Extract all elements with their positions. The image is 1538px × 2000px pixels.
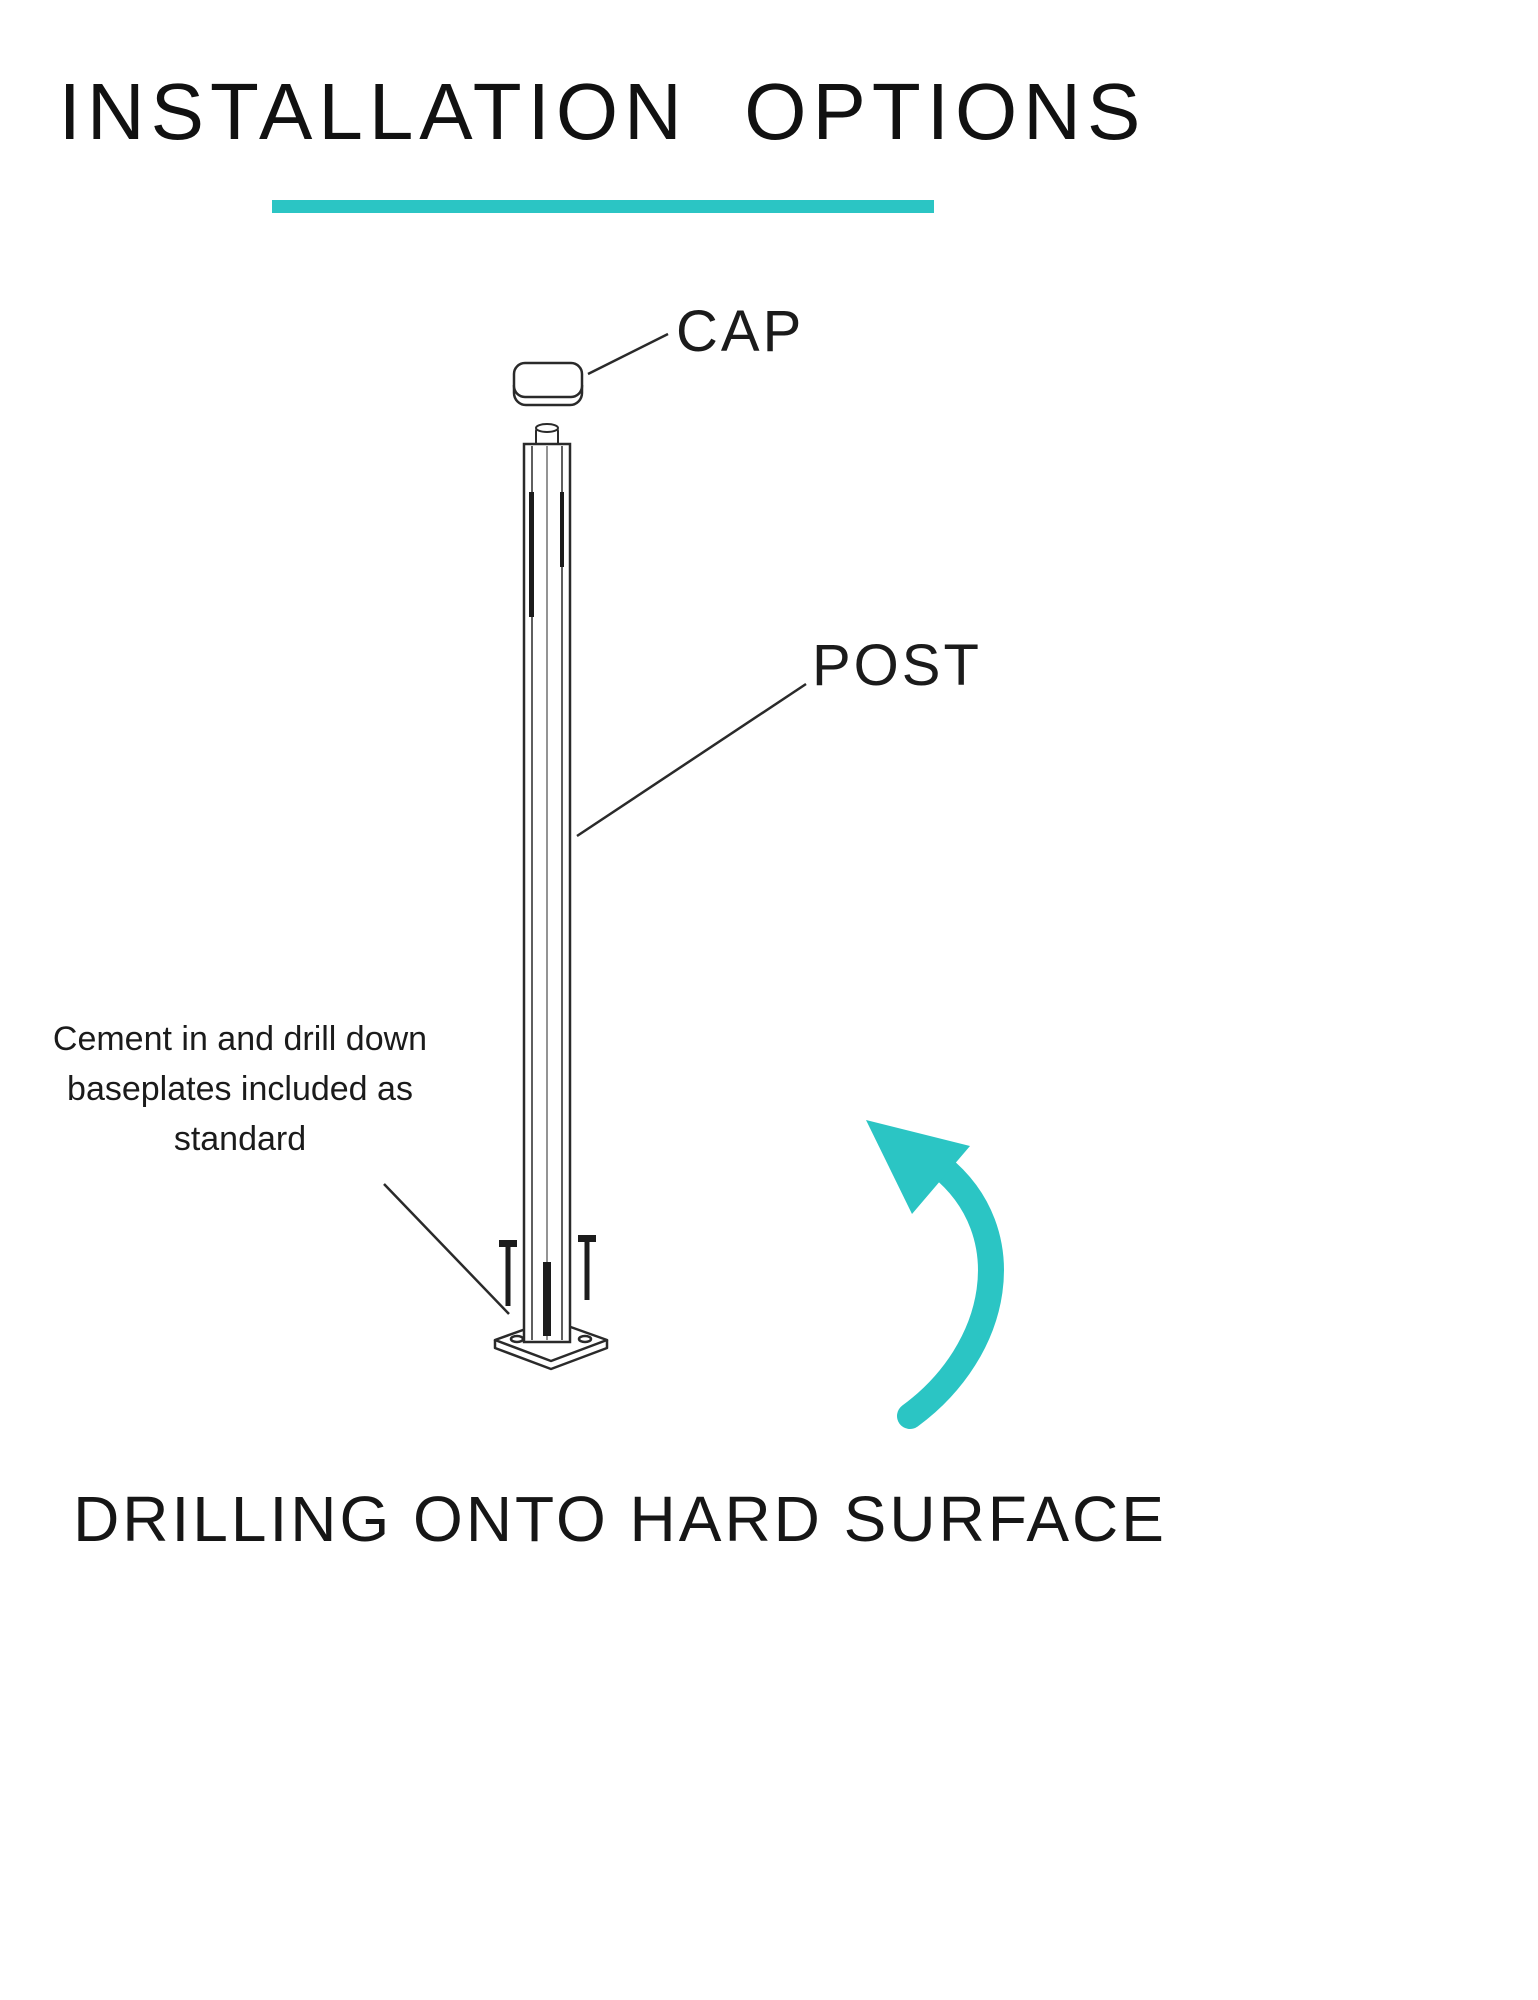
bolt-hole-icon	[509, 1334, 525, 1344]
note-leader-line	[383, 1183, 510, 1315]
screw-icon	[578, 1235, 596, 1300]
accent-divider	[272, 200, 934, 213]
note-line: Cement in and drill down	[52, 1020, 428, 1058]
bolt-hole-icon	[577, 1334, 593, 1344]
note-line: standard	[173, 1120, 307, 1158]
footer-caption: DRILLING ONTO HARD SURFACE	[73, 1483, 1167, 1555]
screw-icon	[499, 1240, 517, 1306]
installation-note: Cement in and drill down baseplates incl…	[5, 1014, 475, 1164]
screws	[499, 1235, 596, 1306]
leader-lines	[383, 332, 807, 1315]
page-title: INSTALLATION OPTIONS	[58, 67, 1147, 156]
post-drawing	[522, 423, 572, 1344]
post-label: POST	[812, 633, 982, 698]
cap-drawing	[512, 361, 584, 407]
cap-leader-line	[587, 332, 669, 376]
post-leader-line	[576, 682, 807, 838]
note-line: baseplates included as	[67, 1070, 413, 1108]
curved-arrow-icon	[866, 1120, 1004, 1429]
cap-label: CAP	[676, 299, 805, 364]
